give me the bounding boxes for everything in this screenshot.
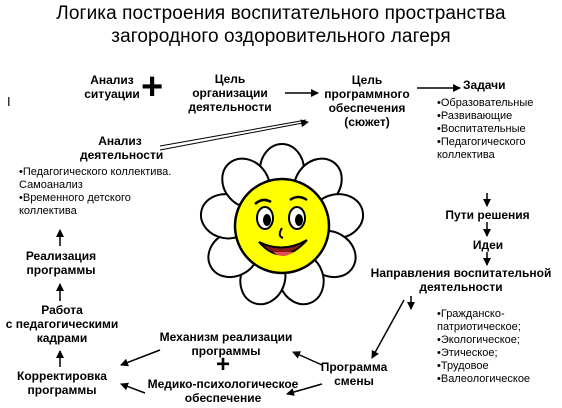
diagram-title: Логика построения воспитательного простр… [0, 2, 562, 48]
node-analiz-situacii: Анализ ситуации [77, 73, 147, 101]
node-napravleniya: Направления воспитательной деятельности [365, 266, 557, 294]
plus-small-symbol: + [216, 351, 231, 378]
list-analiz-item: коллектива [19, 205, 77, 217]
list-zadachi: •Образовательные •Развивающие •Воспитате… [437, 97, 533, 162]
list-zadachi-item: •Образовательные [437, 97, 534, 109]
node-cel-programmnogo: Цель программного обеспечения (сюжет) [316, 73, 418, 129]
list-napravleniya-item: •Валеологическое [437, 373, 531, 385]
list-napravleniya-item: патриотическое; [437, 321, 521, 333]
node-napravleniya-line1: Направления воспитательной [370, 266, 552, 280]
list-zadachi-item: •Развивающие [437, 110, 513, 122]
arrow-programma-to-mehanizm [292, 351, 323, 366]
node-cel-programmnogo-line4: (сюжет) [344, 115, 390, 129]
node-mediko-line2: обеспечение [184, 391, 262, 405]
node-analiz-deyatelnosti-line2: деятельности [80, 148, 164, 162]
list-analiz: •Педагогического коллектива. Самоанализ … [19, 166, 171, 218]
node-mediko-line1: Медико-психологическое [147, 377, 299, 391]
node-cel-programmnogo-line2: программного [324, 87, 410, 101]
node-realizaciya-line1: Реализация [25, 249, 97, 263]
node-idei: Идеи [472, 238, 504, 252]
list-napravleniya-item: •Трудовое [437, 360, 489, 372]
list-zadachi-item: •Воспитательные [437, 123, 526, 135]
list-zadachi-item: коллектива [437, 149, 495, 161]
node-mehanizm-line1: Механизм реализации [159, 330, 293, 344]
list-zadachi-item: •Педагогического [437, 136, 526, 148]
node-puti-resheniya: Пути решения [445, 208, 530, 222]
plus-symbol: + [141, 66, 164, 108]
arrow-analiz-to-cel [159, 119, 309, 151]
node-mediko: Медико-психологическое обеспечение [141, 377, 305, 405]
arrow-mehanizm-to-korrektirovka [120, 349, 161, 367]
node-rabota-line3: кадрами [36, 331, 88, 345]
list-napravleniya-item: •Этическое; [437, 347, 498, 359]
node-korrektirovka-line2: программы [27, 383, 97, 397]
node-analiz-situacii-line2: ситуации [84, 87, 140, 101]
node-rabota-line2: с педагогическими [5, 317, 119, 331]
smiling-flower-icon [199, 143, 365, 306]
node-programma-smeny-line1: Программа [320, 360, 388, 374]
node-analiz-deyatelnosti: Анализ деятельности [80, 134, 164, 162]
node-cel-programmnogo-line3: обеспечения [328, 101, 406, 115]
node-mehanizm: Механизм реализации программы [153, 330, 299, 358]
line-analiz-to-cel-a [159, 119, 307, 147]
node-programma-smeny: Программа смены [318, 360, 390, 388]
list-analiz-item: Самоанализ [19, 179, 83, 191]
list-analiz-item: •Педагогического коллектива. [19, 166, 172, 178]
list-napravleniya-item: •Гражданско- [437, 308, 505, 320]
title-line-1: Логика построения воспитательного простр… [56, 3, 506, 24]
list-analiz-item: •Временного детского [19, 192, 131, 204]
node-korrektirovka: Корректировка программы [10, 369, 114, 397]
node-zadachi: Задачи [463, 78, 506, 92]
arrow-programma-to-mediko [286, 383, 323, 396]
list-napravleniya-item: •Экологическое; [437, 334, 520, 346]
node-cel-organizacii-line2: организации [192, 86, 268, 100]
node-rabota: Работа с педагогическими кадрами [0, 303, 124, 345]
node-korrektirovka-line1: Корректировка [17, 369, 107, 383]
stray-mark: I [7, 94, 11, 109]
node-cel-organizacii: Цель организации деятельности [177, 72, 283, 114]
list-napravleniya: •Гражданско- патриотическое; •Экологичес… [437, 308, 530, 386]
node-mehanizm-line2: программы [191, 344, 261, 358]
node-analiz-deyatelnosti-line1: Анализ [98, 134, 142, 148]
node-cel-organizacii-line1: Цель [214, 72, 246, 86]
node-realizaciya-line2: программы [26, 263, 96, 277]
title-line-2: загородного оздоровительного лагеря [111, 26, 451, 47]
arrow-mediko-to-korrektirovka [120, 382, 146, 394]
node-rabota-line1: Работа [41, 303, 83, 317]
node-analiz-situacii-line1: Анализ [90, 73, 134, 87]
node-napravleniya-line2: деятельности [419, 280, 503, 294]
node-cel-organizacii-line3: деятельности [188, 100, 272, 114]
arrow-napravleniya-to-programma [371, 299, 405, 359]
node-cel-programmnogo-line1: Цель [351, 73, 383, 87]
node-programma-smeny-line2: смены [334, 374, 374, 388]
node-realizaciya: Реализация программы [20, 249, 102, 277]
